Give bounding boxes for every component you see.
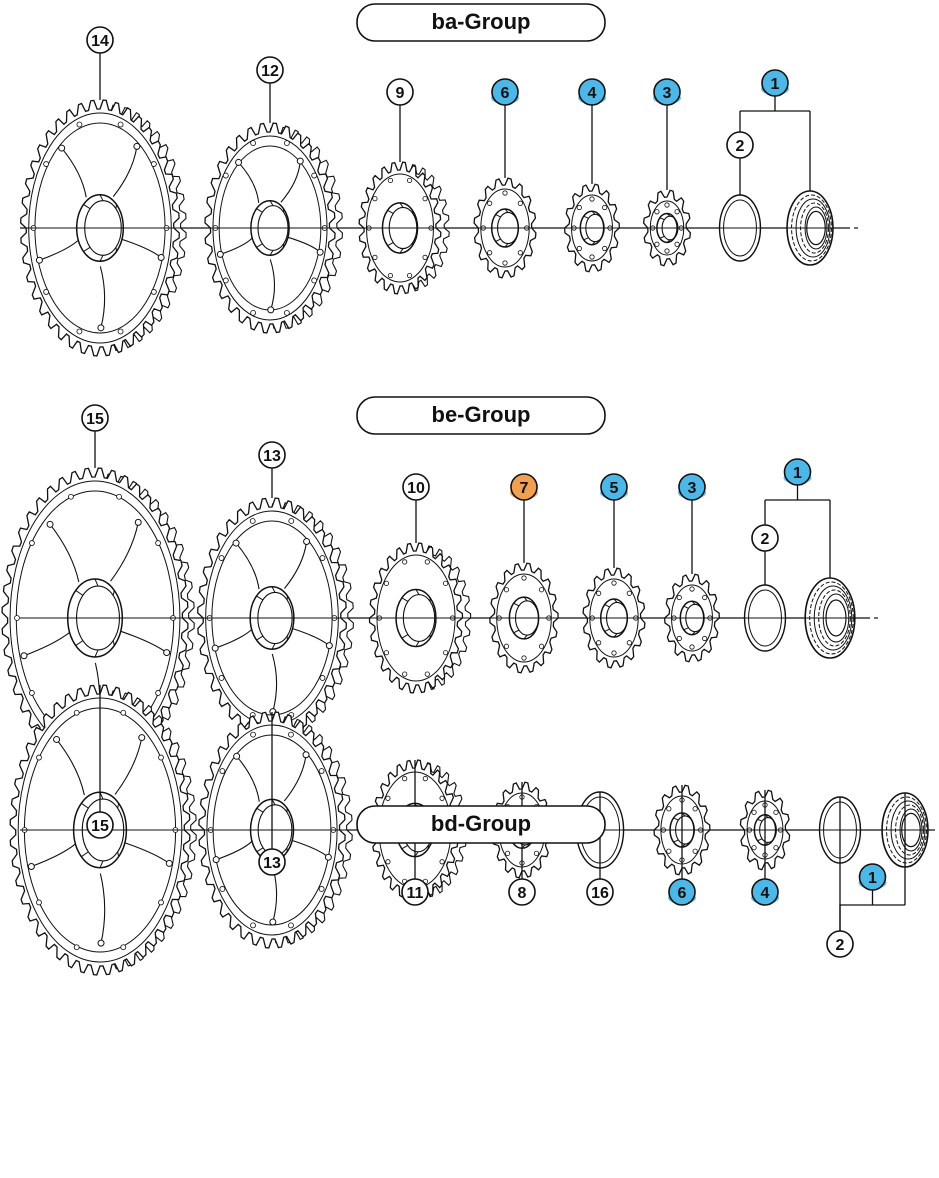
callout-number: 14 — [91, 33, 109, 50]
callout-number: 16 — [591, 885, 609, 902]
callout-15: 15 — [81, 404, 109, 432]
group-title-pill: bd-Group — [356, 805, 606, 844]
callout-6: 6 — [668, 878, 696, 906]
callout-number: 2 — [761, 531, 770, 548]
callout-5: 5 — [600, 473, 628, 501]
callout-number: 2 — [736, 138, 745, 155]
callout-2: 2 — [826, 930, 854, 958]
callout-number: 10 — [407, 480, 425, 497]
group-title: be-Group — [432, 402, 531, 427]
callout-number: 9 — [396, 85, 405, 102]
callout-number: 1 — [793, 465, 802, 482]
callout-1: 1 — [858, 863, 887, 891]
callout-number: 7 — [520, 480, 529, 497]
callout-number: 13 — [263, 448, 281, 465]
callout-number: 4 — [588, 85, 597, 102]
callout-10: 10 — [402, 473, 430, 501]
callout-number: 2 — [836, 937, 845, 954]
callout-8: 8 — [508, 878, 536, 906]
callout-7: 7 — [510, 473, 538, 501]
callout-13: 13 — [258, 441, 286, 469]
callout-number: 8 — [518, 885, 527, 902]
callout-number: 11 — [407, 885, 424, 902]
callout-number: 12 — [261, 63, 279, 80]
callout-14: 14 — [86, 26, 114, 54]
group-title-pill: be-Group — [356, 396, 606, 435]
callout-number: 3 — [663, 85, 672, 102]
group-title-pill: ba-Group — [356, 3, 606, 42]
callout-11: 11 — [401, 878, 429, 906]
group-title: ba-Group — [432, 9, 531, 34]
callout-number: 1 — [868, 870, 877, 887]
group-0: 14 12 9 6 4 3 2 1 ba-Group — [20, 3, 858, 357]
callout-number: 6 — [678, 885, 687, 902]
callout-15: 15 — [86, 811, 114, 839]
callout-1: 1 — [761, 69, 789, 97]
callout-number: 5 — [610, 480, 619, 497]
callout-13: 13 — [258, 848, 286, 876]
callout-2: 2 — [751, 524, 779, 552]
group-2: 15 13 11 8 16 6 4 2 1 bd-Group — [9, 684, 935, 976]
callout-4: 4 — [751, 878, 779, 906]
group-1: 15 13 10 7 5 3 2 1 be-Group — [1, 396, 878, 769]
callout-number: 15 — [86, 411, 104, 428]
callout-number: 4 — [761, 885, 770, 902]
callout-number: 13 — [263, 855, 281, 872]
callout-3: 3 — [678, 473, 706, 501]
callout-6: 6 — [491, 78, 519, 106]
callout-9: 9 — [386, 78, 414, 106]
callout-4: 4 — [578, 78, 606, 106]
callout-12: 12 — [256, 56, 284, 84]
callout-number: 15 — [91, 818, 109, 835]
callout-1: 1 — [783, 458, 812, 486]
callout-16: 16 — [586, 878, 614, 906]
callout-3: 3 — [653, 78, 681, 106]
callout-number: 6 — [501, 85, 510, 102]
callout-2: 2 — [726, 131, 754, 159]
callout-number: 1 — [771, 76, 780, 93]
group-title: bd-Group — [431, 811, 531, 836]
callout-number: 3 — [688, 480, 697, 497]
